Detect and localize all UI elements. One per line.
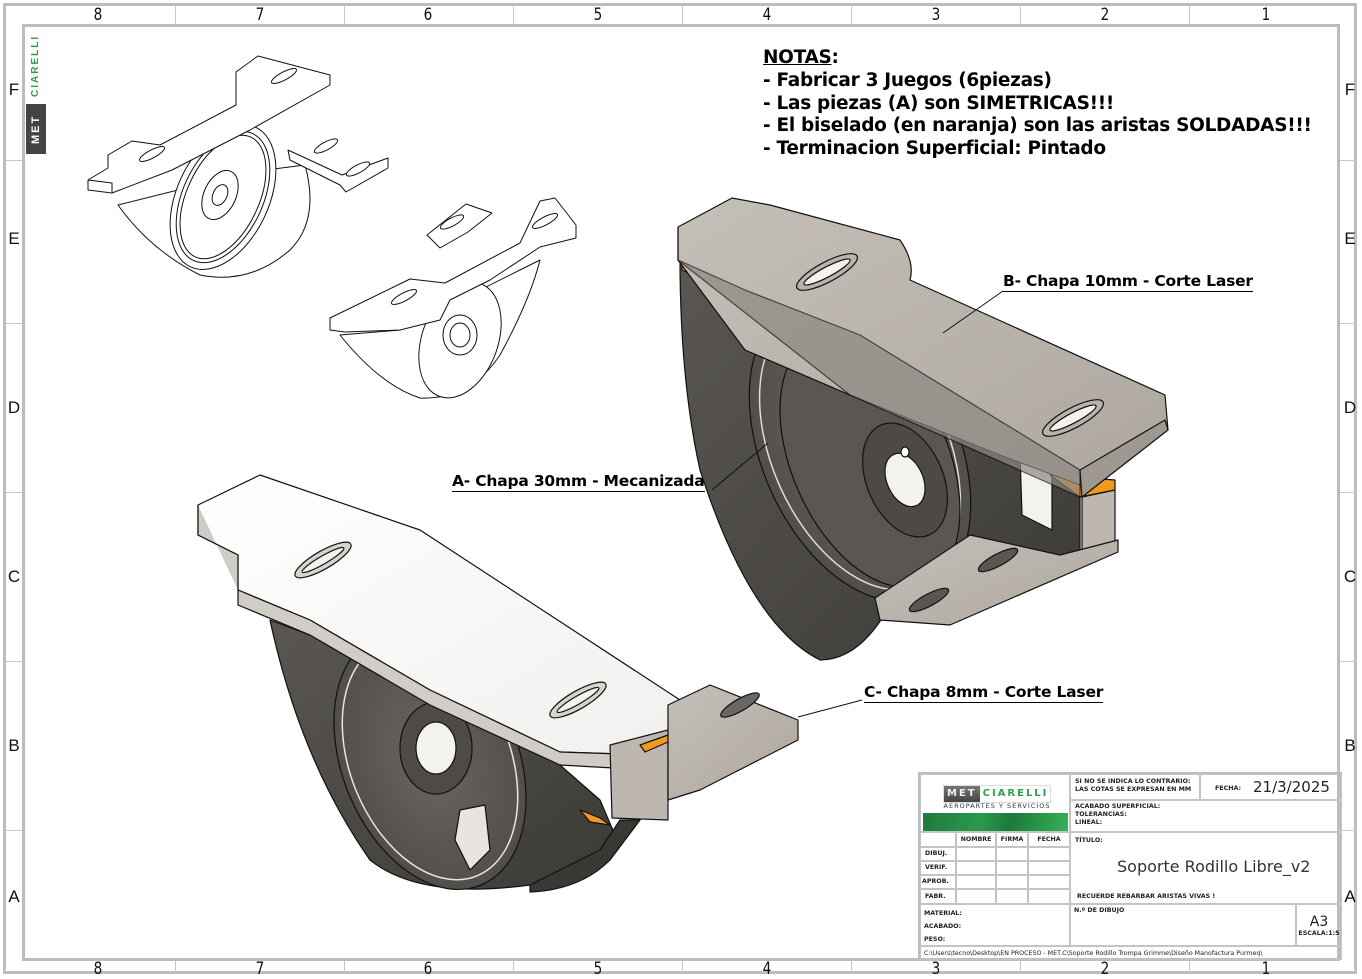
zone-row-left-C: C [7,567,21,586]
sign-row-label: DIBUJ. [920,847,956,861]
zone-col-bottom-4: 4 [762,959,772,979]
shaded-view-a [197,474,799,893]
zone-row-right-B: B [1344,736,1356,755]
zone-row-right-A: A [1344,887,1356,906]
fecha-field: FECHA: 21/3/2025 [1200,774,1342,800]
drawing-number-field: N.º DE DIBUJO [1070,904,1296,946]
sign-row-label: FABR. [920,889,956,904]
zone-col-top-4: 4 [762,5,772,25]
deburr-reminder: RECUERDE REBARBAR ARISTAS VIVAS ! [1077,893,1216,900]
notes-block: NOTAS: - Fabricar 3 Juegos (6piezas) - L… [763,47,1312,160]
callout-part-c: C- Chapa 8mm - Corte Laser [864,683,1104,703]
zone-row-left-A: A [8,887,20,906]
units-note: SI NO SE INDICA LO CONTRARIO: LAS COTAS … [1070,774,1200,800]
zone-row-right-C: C [1343,567,1357,586]
shaded-view-b [677,197,1169,661]
zone-row-left-B: B [8,736,20,755]
sheet-inner-border [22,24,1340,961]
zone-col-bottom-6: 6 [423,959,433,979]
line-view-1 [87,55,389,278]
zone-col-bottom-1: 1 [1261,959,1271,979]
zone-col-top-1: 1 [1261,5,1271,25]
zone-row-right-D: D [1343,398,1357,417]
drawing-scale: ESCALA:1:5 [1298,930,1340,937]
fecha-value: 21/3/2025 [1253,778,1330,796]
drawing-title: Soporte Rodillo Libre_v2 [1117,857,1311,876]
title-field: TÍTULO: Soporte Rodillo Libre_v2 RECUERD… [1070,832,1342,904]
sign-header-nombre: NOMBRE [956,832,996,847]
zone-col-top-6: 6 [423,5,433,25]
company-subtitle: AEROPARTES Y SERVICIOS [943,802,1051,810]
sign-row-label: VERIF. [920,861,956,875]
file-path: C:\Users\tecno\Desktop\EN PROCESO - MET.… [920,946,1342,960]
leader-a [711,442,769,491]
zone-col-top-3: 3 [931,5,941,25]
material-field: MATERIAL: ACABADO: PESO: [920,904,1070,946]
leader-c [797,699,863,718]
zone-col-top-5: 5 [593,5,603,25]
zone-row-left-F: F [8,80,20,99]
sheet-size-field: A3 ESCALA:1:5 [1296,904,1342,946]
note-item: - Fabricar 3 Juegos (6piezas) [763,69,1052,91]
zone-col-bottom-7: 7 [255,959,265,979]
zone-col-bottom-2: 2 [1100,959,1110,979]
logo-green-bar [923,813,1068,831]
zone-col-bottom-5: 5 [593,959,603,979]
leader-lines [711,290,1004,718]
line-view-2 [329,197,577,399]
zone-col-bottom-3: 3 [931,959,941,979]
sheet-size: A3 [1309,914,1329,930]
sign-header-firma: FIRMA [996,832,1028,847]
note-item: - El biselado (en naranja) son las arist… [763,115,1312,137]
callout-part-b: B- Chapa 10mm - Corte Laser [1003,272,1253,292]
sign-row-label: APROB. [920,875,956,889]
zone-col-bottom-8: 8 [93,959,103,979]
zone-row-right-F: F [1344,80,1356,99]
note-item: - Las piezas (A) son SIMETRICAS!!! [763,92,1115,114]
sign-header-fecha: FECHA [1028,832,1070,847]
surface-finish-field: ACABADO SUPERFICIAL: TOLERANCIAS: LINEAL… [1070,800,1342,832]
zone-row-left-D: D [7,398,21,417]
zone-row-right-E: E [1344,229,1356,248]
zone-col-top-2: 2 [1100,5,1110,25]
notes-title: NOTAS [763,47,832,68]
callout-part-a: A- Chapa 30mm - Mecanizada [452,472,705,492]
zone-col-top-8: 8 [93,5,103,25]
note-item: - Terminacion Superficial: Pintado [763,138,1106,160]
leader-b [942,290,1004,334]
zone-col-top-7: 7 [255,5,265,25]
sheet-outer-border [3,3,1357,974]
zone-row-left-E: E [8,229,20,248]
